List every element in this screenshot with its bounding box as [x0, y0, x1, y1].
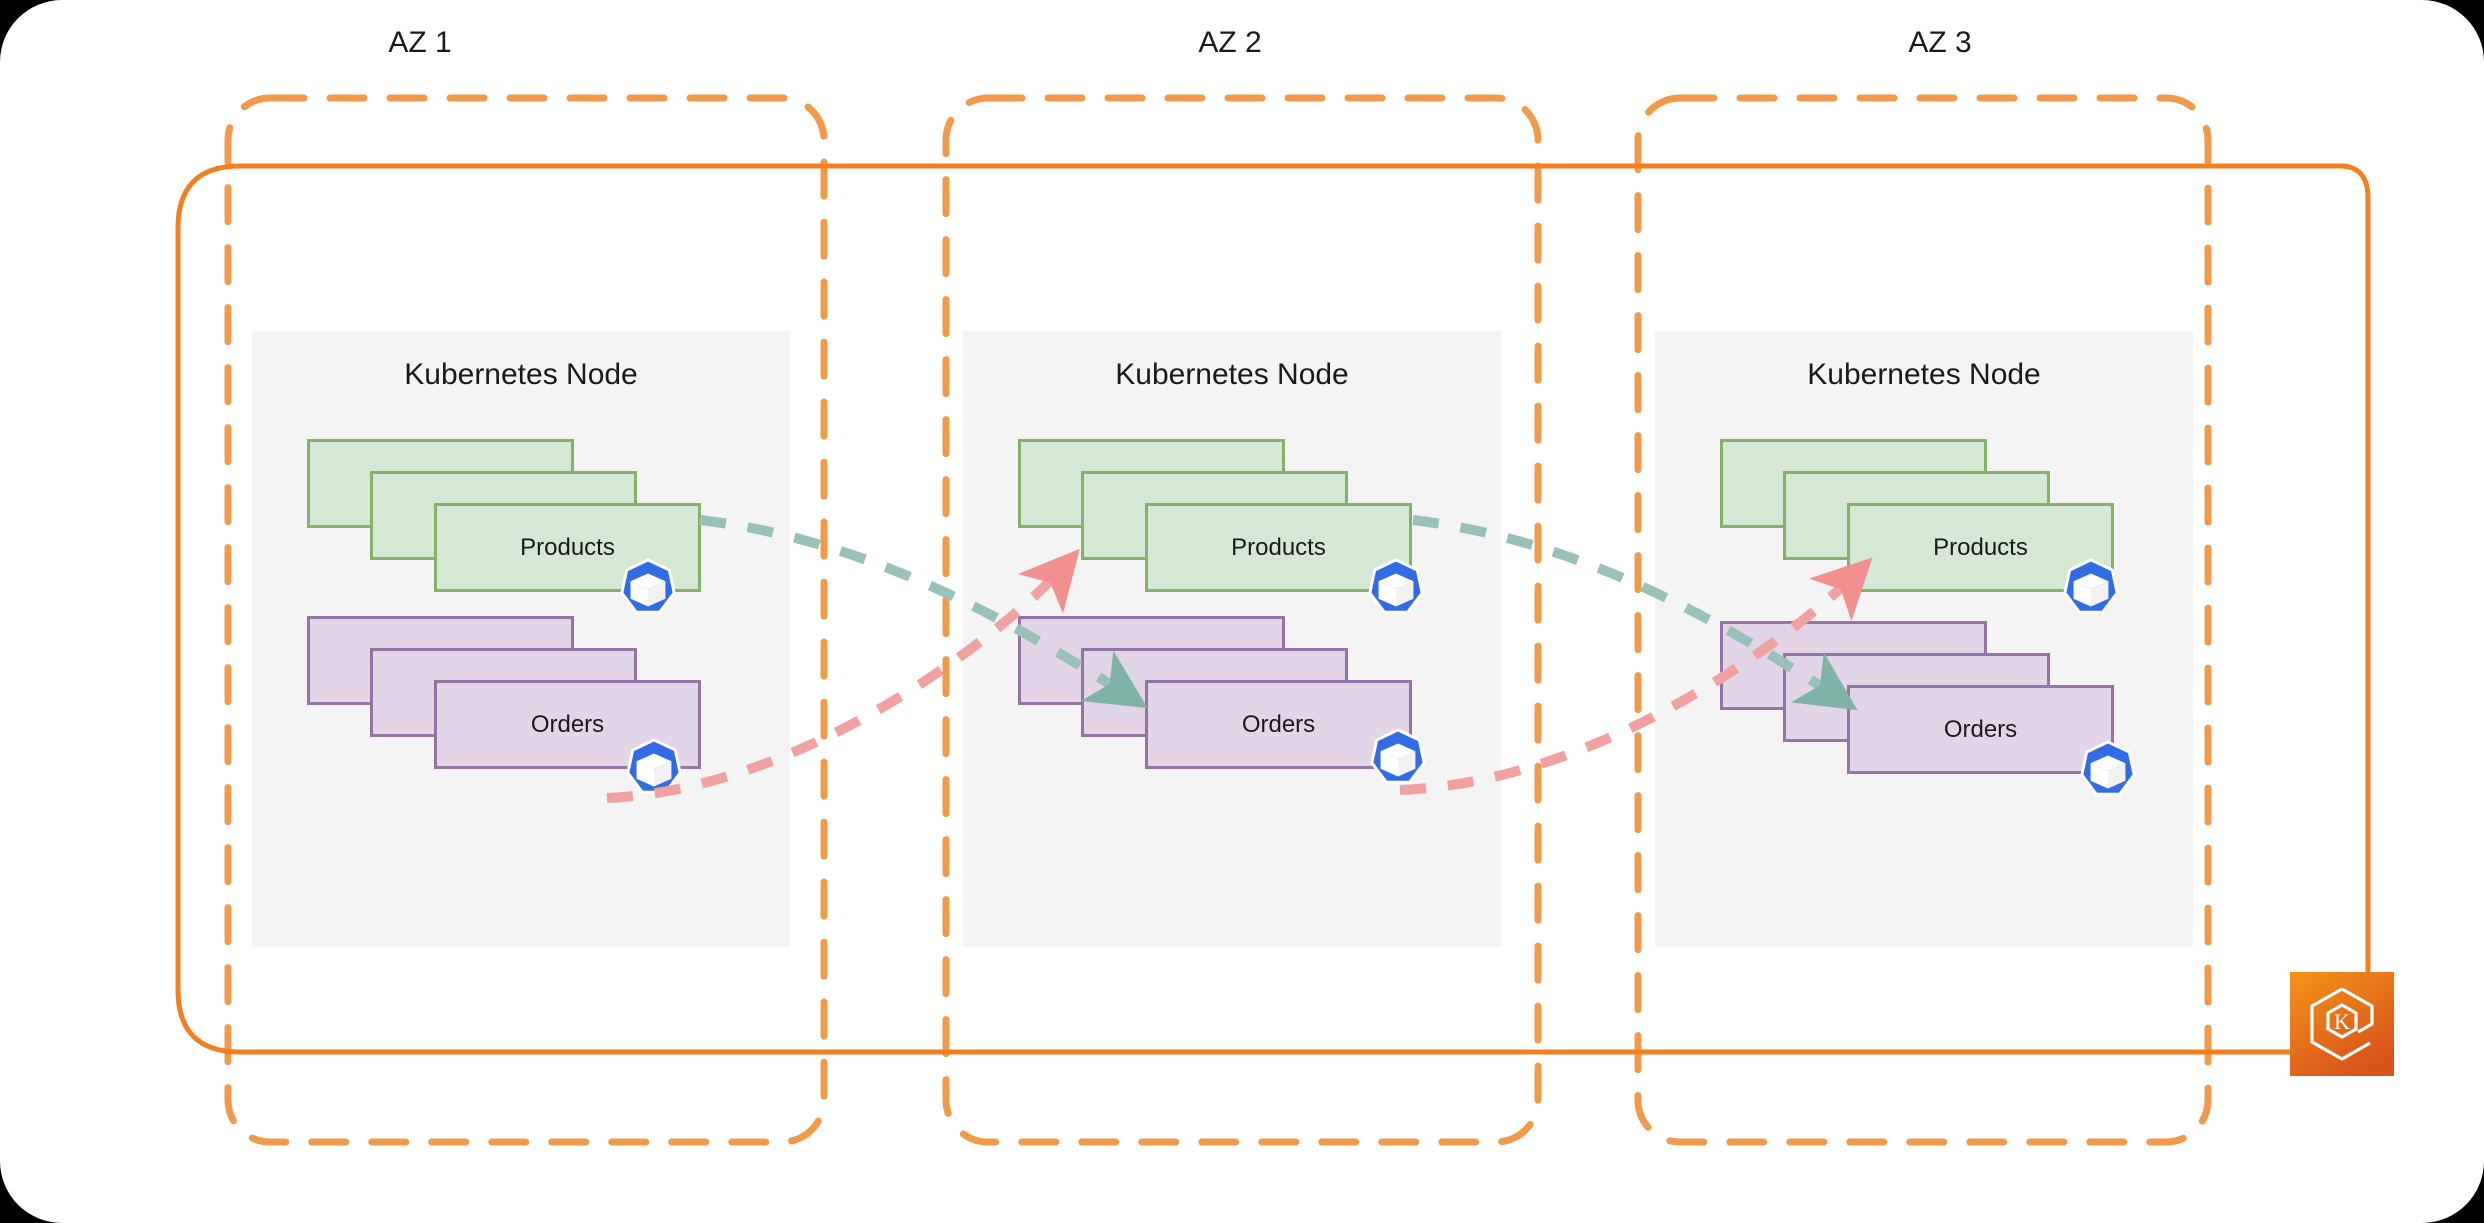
- az-label-az3: AZ 3: [1908, 26, 1972, 59]
- pod-label-products-az2: Products: [1231, 533, 1326, 561]
- pod-label-orders-az1: Orders: [530, 710, 605, 738]
- kubernetes-icon-products-az1: [620, 558, 676, 614]
- kubernetes-node-az3[interactable]: Kubernetes Node Products Orders: [1655, 331, 2193, 947]
- pod-label-products-az3: Products: [1933, 533, 2028, 561]
- kubernetes-icon-orders-az1: [626, 738, 682, 794]
- kubernetes-icon-products-az3: [2063, 558, 2119, 614]
- node-title-az3: Kubernetes Node: [1807, 358, 2041, 391]
- node-title-az2: Kubernetes Node: [1115, 358, 1349, 391]
- kubernetes-icon-orders-az2: [1370, 728, 1426, 784]
- az-label-az2: AZ 2: [1198, 26, 1262, 59]
- kubernetes-icon-products-az2: [1368, 558, 1424, 614]
- eks-logo-letter: K: [2334, 1009, 2350, 1034]
- node-title-az1: Kubernetes Node: [404, 358, 638, 391]
- pod-label-products-az1: Products: [520, 533, 615, 561]
- kubernetes-node-az2[interactable]: Kubernetes Node Products Orders: [963, 331, 1501, 947]
- pod-label-orders-az3: Orders: [1943, 715, 2018, 743]
- az-label-az1: AZ 1: [388, 26, 452, 59]
- amazon-eks-logo: K: [2290, 972, 2394, 1076]
- kubernetes-icon-orders-az3: [2080, 740, 2136, 796]
- kubernetes-node-az1[interactable]: Kubernetes Node Products Orders: [252, 331, 790, 947]
- pod-orders-az3-replica-3[interactable]: Orders: [1847, 685, 2114, 774]
